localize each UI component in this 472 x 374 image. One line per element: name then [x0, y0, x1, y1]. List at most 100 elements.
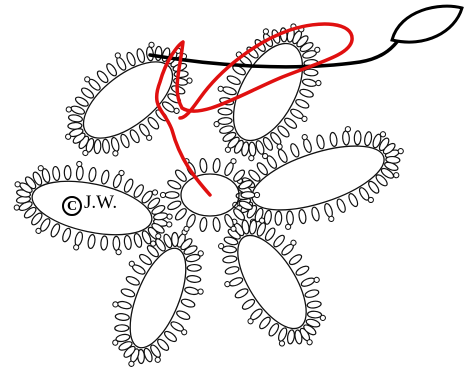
- stitch: [88, 167, 97, 182]
- stitch: [68, 122, 82, 129]
- stitch: [119, 133, 130, 148]
- author-initials: J.W.: [84, 192, 117, 213]
- stitch: [184, 286, 199, 296]
- petal-bottom-left: [94, 215, 223, 374]
- stitch: [138, 253, 153, 267]
- stitch: [115, 325, 129, 332]
- stitch: [302, 138, 313, 153]
- stitch: [133, 233, 143, 248]
- stitch: [238, 199, 253, 211]
- picot: [167, 214, 173, 220]
- stitch: [110, 137, 120, 152]
- stitch: [228, 276, 243, 287]
- stitch: [218, 117, 232, 125]
- stitch: [226, 74, 241, 86]
- stitch: [146, 116, 160, 131]
- petal-group: [4, 5, 417, 374]
- stitch: [277, 327, 288, 342]
- petal-top-left: [44, 20, 214, 180]
- stitch: [218, 108, 232, 116]
- stitch: [258, 316, 272, 331]
- stitch: [329, 132, 338, 147]
- picot: [197, 288, 204, 295]
- stitch: [105, 62, 118, 77]
- thread-group: [150, 6, 462, 195]
- picot: [184, 226, 189, 231]
- stitch: [180, 298, 195, 309]
- stitch: [307, 300, 322, 308]
- stitch: [307, 311, 321, 318]
- stitch: [124, 235, 132, 250]
- stitch: [186, 275, 201, 283]
- stitch: [222, 85, 237, 96]
- petal-top-right: [193, 5, 344, 178]
- copyright-symbol: C: [62, 196, 82, 216]
- picot: [393, 172, 400, 179]
- stitch: [256, 222, 267, 237]
- stitch: [94, 139, 101, 153]
- picot: [231, 159, 236, 164]
- stitch: [241, 298, 256, 311]
- picot: [73, 244, 79, 250]
- stitch: [61, 227, 72, 242]
- shuttle-loop: [392, 6, 462, 42]
- picot: [160, 192, 165, 197]
- stitch: [167, 179, 182, 191]
- stitch: [300, 276, 315, 287]
- stitch: [263, 210, 272, 225]
- stitch: [187, 264, 201, 271]
- picot: [118, 170, 124, 176]
- stitch: [100, 170, 110, 185]
- picot: [112, 301, 119, 308]
- stitch: [286, 211, 294, 225]
- stitch: [174, 70, 188, 77]
- stitch: [316, 134, 326, 149]
- stitch: [304, 289, 319, 299]
- stitch: [115, 313, 130, 321]
- stitch: [199, 158, 207, 173]
- stitch: [68, 114, 83, 123]
- stitch: [295, 264, 310, 277]
- stitch: [113, 236, 120, 250]
- picot: [262, 28, 269, 35]
- stitch: [163, 330, 178, 344]
- picot: [231, 226, 236, 231]
- stitch: [289, 143, 300, 158]
- stitch: [222, 246, 236, 253]
- stitch: [199, 217, 207, 232]
- stitch: [311, 206, 321, 221]
- stitch: [295, 98, 310, 110]
- stitch: [125, 51, 136, 66]
- stitch: [288, 253, 303, 266]
- stitch: [100, 236, 108, 250]
- picot: [76, 161, 82, 167]
- stitch: [96, 69, 110, 84]
- stitch: [125, 275, 140, 287]
- stitch: [175, 309, 190, 321]
- stitch: [277, 148, 289, 163]
- stitch: [117, 300, 132, 310]
- stitch: [302, 78, 317, 87]
- stitch: [234, 287, 249, 300]
- stitch: [354, 131, 361, 145]
- stitch: [342, 131, 350, 145]
- stitch: [323, 203, 334, 218]
- stitch: [241, 192, 255, 199]
- stitch: [222, 255, 237, 263]
- picot: [14, 204, 20, 210]
- stitch: [171, 232, 178, 246]
- stitch: [287, 329, 296, 344]
- picot: [166, 221, 172, 227]
- ring-core: [119, 241, 198, 355]
- stitch: [167, 199, 182, 211]
- stitch: [275, 211, 282, 225]
- stitch: [76, 166, 84, 180]
- stitch: [364, 131, 373, 146]
- stitch: [123, 178, 135, 193]
- stitch: [335, 198, 346, 213]
- stitch: [174, 168, 188, 183]
- stitch: [165, 192, 179, 199]
- stitch: [87, 234, 96, 249]
